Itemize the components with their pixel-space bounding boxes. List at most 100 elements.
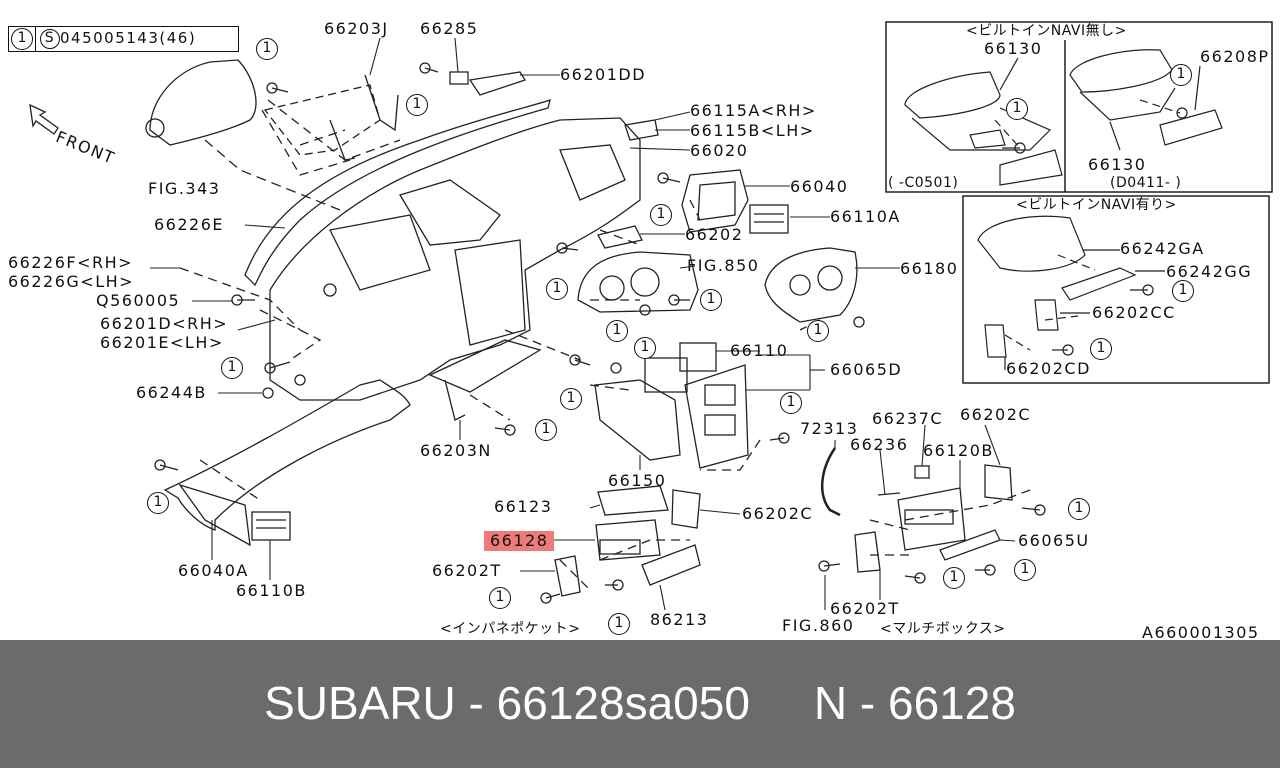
meter-visor-66180 — [764, 247, 858, 323]
qty-callout: 1 — [546, 278, 568, 300]
meter-cluster — [577, 251, 699, 313]
inset-frame-navi-without — [885, 21, 1273, 193]
qty-callout: 1 — [221, 357, 243, 379]
label-Q560005: Q560005 — [96, 291, 181, 310]
label-multibox: <マルチボックス> — [880, 621, 1006, 637]
label-66202C-top: 66202C — [960, 405, 1032, 424]
bracket-66203N — [428, 339, 542, 393]
console-cover-left — [904, 71, 1001, 119]
qty-callout: 1 — [780, 392, 802, 414]
label-66237C: 66237C — [872, 409, 944, 428]
label-66242GG: 66242GG — [1166, 262, 1253, 281]
bracket-66203J — [364, 74, 399, 132]
label-72313: 72313 — [800, 419, 859, 438]
pocket-66150 — [594, 379, 681, 461]
label-66110B: 66110B — [236, 581, 307, 600]
front-arrow-icon — [29, 103, 59, 135]
label-66202CC: 66202CC — [1092, 303, 1176, 322]
label-66128-highlighted: 66128 — [484, 531, 555, 551]
label-66226E: 66226E — [154, 215, 225, 234]
label-66201D: 66201D<RH> — [100, 314, 229, 333]
screw-icons — [154, 62, 1046, 604]
label-FIG850: FIG.850 — [687, 256, 760, 275]
qty-callout: 1 — [1006, 98, 1028, 120]
range-right: (D0411- ) — [1110, 175, 1182, 191]
inset-frame-navi-with — [962, 195, 1270, 384]
label-66236: 66236 — [850, 435, 909, 454]
footer-separator: - — [455, 677, 497, 729]
label-66130-top: 66130 — [984, 39, 1043, 58]
label-66285: 66285 — [420, 19, 479, 38]
quantity-callout: 1 — [11, 28, 33, 50]
bracket-66201DD — [468, 71, 526, 96]
lower-panel-vent-face — [178, 483, 251, 547]
label-66115A: 66115A<RH> — [690, 101, 817, 120]
label-66040A: 66040A — [178, 561, 249, 580]
label-66203N: 66203N — [420, 441, 492, 460]
label-66120B: 66120B — [923, 441, 994, 460]
label-86213: 86213 — [650, 610, 709, 629]
qty-callout: 1 — [650, 204, 672, 226]
label-66242GA: 66242GA — [1120, 239, 1205, 258]
vent-66110A — [749, 204, 789, 234]
qty-callout: 1 — [1170, 64, 1192, 86]
footer-reference: N - 66128 — [813, 677, 1016, 729]
label-66226G: 66226G<LH> — [8, 272, 135, 291]
center-panel-66065D — [684, 364, 749, 469]
qty-callout: 1 — [606, 320, 628, 342]
dash-opening-shape — [329, 214, 431, 291]
label-66020: 66020 — [690, 141, 749, 160]
vent-66110 — [644, 357, 688, 393]
qty-callout: 1 — [608, 613, 630, 635]
footer-bar — [0, 640, 1280, 768]
console-cover-right — [1069, 49, 1173, 93]
footer-part-number: 66128sa050 — [496, 677, 750, 729]
label-66130-bottom: 66130 — [1088, 155, 1147, 174]
dash-vent-recess — [559, 144, 626, 201]
qty-callout: 1 — [1068, 498, 1090, 520]
qty-callout: 1 — [147, 492, 169, 514]
trim-66115 — [624, 119, 659, 141]
label-66180: 66180 — [900, 259, 959, 278]
label-66208P: 66208P — [1200, 47, 1270, 66]
label-66065U: 66065U — [1018, 531, 1090, 550]
label-66202: 66202 — [685, 225, 744, 244]
label-66202C-mid: 66202C — [742, 504, 814, 523]
label-66203J: 66203J — [324, 19, 389, 38]
qty-callout: 1 — [489, 587, 511, 609]
center-stack-frame — [454, 239, 526, 346]
label-66201DD: 66201DD — [560, 65, 647, 84]
inset-title-navi-without: <ビルトインNAVI無し> — [966, 23, 1127, 39]
console-cover-navi — [977, 215, 1086, 272]
label-FIG860: FIG.860 — [782, 616, 855, 635]
lid-66123 — [597, 485, 669, 516]
label-66226F: 66226F<RH> — [8, 253, 134, 272]
multibox-66120B — [897, 487, 966, 551]
side-cover-shape — [149, 59, 257, 146]
dash-opening-shape-2 — [399, 179, 501, 246]
label-66201E: 66201E<LH> — [100, 333, 224, 352]
diagram-drawing — [29, 21, 1273, 611]
label-66123: 66123 — [494, 497, 553, 516]
pocket-box-66128 — [595, 519, 661, 561]
qty-callout: 1 — [634, 337, 656, 359]
label-66244B: 66244B — [136, 383, 207, 402]
label-66202T-right: 66202T — [830, 599, 900, 618]
part-86213 — [641, 544, 701, 586]
s-mark-icon: S — [40, 28, 60, 49]
quantity-box: 1 — [8, 26, 36, 52]
label-66040: 66040 — [790, 177, 849, 196]
label-66202CD: 66202CD — [1006, 359, 1091, 378]
qty-callout: 1 — [256, 38, 278, 60]
qty-callout: 1 — [807, 320, 829, 342]
qty-callout: 1 — [535, 419, 557, 441]
label-FIG343: FIG.343 — [148, 179, 221, 198]
label-66202T-left: 66202T — [432, 561, 502, 580]
label-66110A: 66110A — [830, 207, 901, 226]
qty-callout: 1 — [1090, 338, 1112, 360]
inset-title-navi-with: <ビルトインNAVI有り> — [1016, 197, 1177, 213]
label-66115B: 66115B<LH> — [690, 121, 815, 140]
